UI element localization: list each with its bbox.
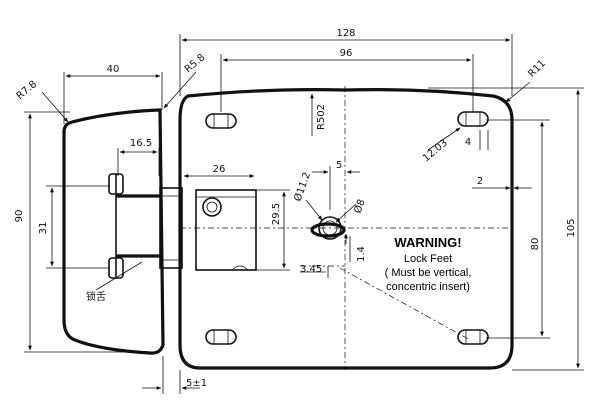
dim-slot-offset: 4	[465, 130, 489, 150]
warning-note: WARNING! Lock Feet ( Must be vertical, c…	[385, 235, 472, 293]
dim-bolt-offset: 16.5	[117, 138, 160, 176]
mounting-slot-top-left	[205, 113, 237, 129]
dim-vertical-offset: 1.4	[344, 233, 367, 262]
warning-line-1: Lock Feet	[404, 253, 452, 265]
bolt-note-label: 锁舌	[86, 261, 143, 303]
cylinder-housing	[195, 189, 257, 271]
dim-r502-label: R502	[316, 104, 327, 130]
centerlines	[180, 86, 512, 370]
bolt-note-text: 锁舌	[86, 290, 106, 303]
side-view-bolt	[108, 173, 160, 279]
dim-r78-label: R7.8	[15, 79, 40, 102]
dim-diameter-outer: Ø11.2	[292, 171, 323, 221]
dim-31-label: 31	[38, 222, 49, 235]
dim-r11-label: R11	[526, 58, 548, 80]
dim-cylinder-width: 26	[183, 164, 255, 178]
dim-80-label: 80	[530, 238, 541, 251]
dim-cylinder-height: 29.5	[256, 189, 290, 271]
dim-bottom-tolerance: 5±1	[142, 356, 207, 394]
dim-2-label: 2	[477, 176, 483, 187]
dim-slot-size: 12.03	[421, 127, 461, 164]
dim-d112-label: Ø11.2	[292, 171, 314, 203]
dim-1203-label: 12.03	[421, 137, 450, 164]
dim-4-label: 4	[465, 137, 471, 148]
dim-hole-spacing-horizontal: 96	[220, 48, 474, 112]
mounting-slot-top-right	[457, 111, 489, 127]
dim-overall-width: 128	[179, 28, 513, 96]
dim-d8-label: Ø8	[352, 198, 368, 215]
mounting-slot-bottom-left	[205, 329, 237, 345]
warning-line-2: ( Must be vertical,	[385, 267, 472, 279]
dim-diameter-inner: Ø8	[335, 198, 368, 223]
dim-345-label: 3.45	[300, 264, 322, 275]
dim-center-offset: 5	[312, 160, 360, 210]
dim-90-label: 90	[14, 210, 25, 223]
dim-128-label: 128	[336, 28, 355, 39]
dim-arc-radius: R502	[310, 93, 327, 136]
dim-14-label: 1.4	[356, 246, 367, 262]
dim-side-width: 40	[63, 64, 163, 124]
dim-radius-side: R7.8	[15, 79, 69, 123]
warning-line-3: concentric insert)	[386, 281, 470, 293]
mounting-slot-bottom-right	[457, 329, 489, 345]
dim-overall-height: 105	[428, 87, 584, 371]
dim-26-label: 26	[213, 164, 226, 175]
dim-r58-label: R5.8	[183, 52, 208, 75]
side-view-body	[62, 108, 165, 355]
dim-40-label: 40	[107, 64, 120, 75]
dim-inner-height: 31	[38, 185, 110, 269]
dim-96-label: 96	[340, 48, 353, 59]
dim-horizontal-offset: 3.45	[300, 264, 329, 278]
dim-105-label: 105	[566, 218, 577, 237]
dim-side-height: 90	[14, 111, 140, 353]
dim-edge-offset: 2	[472, 176, 532, 190]
dim-295-label: 29.5	[271, 203, 282, 225]
main-lock-body	[178, 88, 514, 370]
dim-165-label: 16.5	[130, 138, 152, 149]
warning-title: WARNING!	[394, 235, 461, 250]
dim-hole-spacing-vertical: 80	[486, 119, 550, 339]
dim-5-label: 5	[336, 160, 342, 171]
dim-5pm1-label: 5±1	[186, 378, 207, 389]
